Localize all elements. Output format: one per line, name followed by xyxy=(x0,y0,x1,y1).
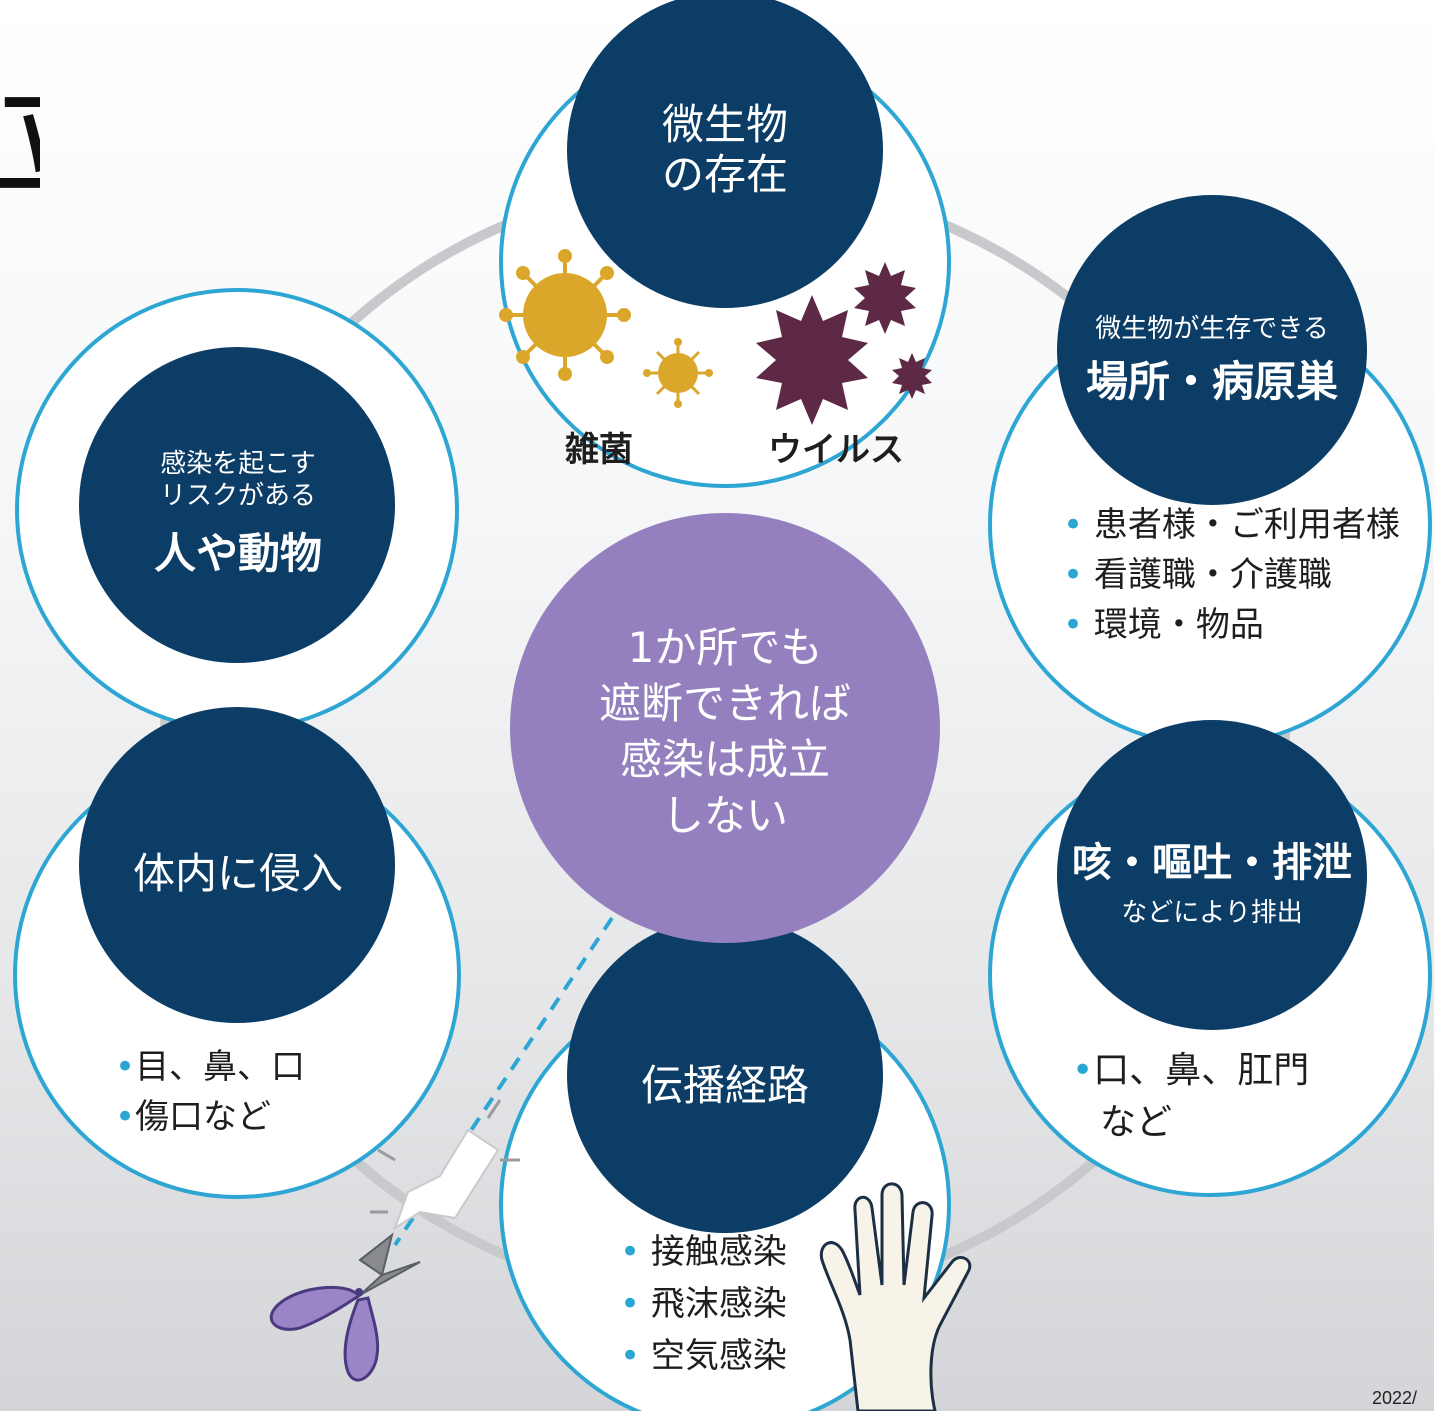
host-title: 人や動物 xyxy=(153,529,322,578)
microbe-navy xyxy=(567,0,883,308)
center-line: 1か所でも xyxy=(627,623,823,672)
scissors-icon xyxy=(269,1232,421,1382)
host-subtitle-line: 感染を起こす xyxy=(160,449,316,479)
bacteria-icon xyxy=(499,249,631,381)
virus-icon xyxy=(892,353,932,399)
reservoir-subtitle: 微生物が生存できる xyxy=(1095,314,1329,344)
reservoir-navy xyxy=(1057,195,1367,505)
page-title-fragment: 立 xyxy=(0,72,40,204)
cut-line xyxy=(393,916,614,1247)
host-subtitle-line: リスクがある xyxy=(159,481,316,511)
bacteria-icon xyxy=(643,338,713,408)
reservoir-title: 場所・病原巣 xyxy=(1085,357,1338,406)
entry-title: 体内に侵入 xyxy=(132,849,343,898)
entry-navy xyxy=(79,707,395,1023)
route-navy xyxy=(567,917,883,1233)
microbe-title-line: の存在 xyxy=(661,150,788,199)
route-list: • 接触感染 • 飛沫感染 • 空気感染 xyxy=(620,1226,787,1382)
list-item: •目、鼻、口 xyxy=(115,1047,306,1087)
microbe-title: 微生物 の存在 xyxy=(575,100,875,200)
center-line: 感染は成立 xyxy=(619,735,830,784)
host-subtitle: 感染を起こす リスクがある xyxy=(88,448,388,512)
cut-mark xyxy=(370,1099,520,1231)
bacteria-label: 雑菌 xyxy=(565,430,633,470)
list-item: • 患者様・ご利用者様 xyxy=(1063,505,1400,545)
center-circle xyxy=(510,513,940,943)
entry-list: •目、鼻、口 •傷口など xyxy=(115,1042,305,1142)
list-item: •傷口など xyxy=(115,1097,272,1137)
list-item: • 環境・物品 xyxy=(1063,605,1264,645)
exit-title: 咳・嘔吐・排泄 xyxy=(1072,840,1352,886)
list-item: • 看護職・介護職 xyxy=(1063,555,1332,595)
center-line: しない xyxy=(661,791,788,840)
list-item: •口、鼻、肛門 xyxy=(1072,1050,1310,1091)
virus-label: ウイルス xyxy=(768,430,904,470)
list-item: • 飛沫感染 xyxy=(620,1284,787,1324)
host-navy xyxy=(79,347,395,663)
center-line: 遮断できれば xyxy=(598,679,851,728)
exit-subtitle: などにより排出 xyxy=(1121,898,1303,928)
exit-navy xyxy=(1057,720,1367,1030)
microbe-title-line: 微生物 xyxy=(661,100,788,149)
reservoir-list: • 患者様・ご利用者様 • 看護職・介護職 • 環境・物品 xyxy=(1063,500,1400,650)
list-item: • 接触感染 xyxy=(620,1232,787,1272)
virus-icon xyxy=(854,262,916,334)
list-item: など xyxy=(1100,1102,1173,1143)
route-title: 伝播経路 xyxy=(640,1061,809,1110)
list-item: • 空気感染 xyxy=(620,1336,787,1376)
hand-icon xyxy=(819,1182,972,1411)
exit-list: •口、鼻、肛門 など xyxy=(1072,1045,1309,1149)
virus-icon xyxy=(756,295,868,425)
footer-date: 2022/ xyxy=(1372,1388,1418,1408)
center-message: 1か所でも 遮断できれば 感染は成立 しない xyxy=(525,620,925,844)
